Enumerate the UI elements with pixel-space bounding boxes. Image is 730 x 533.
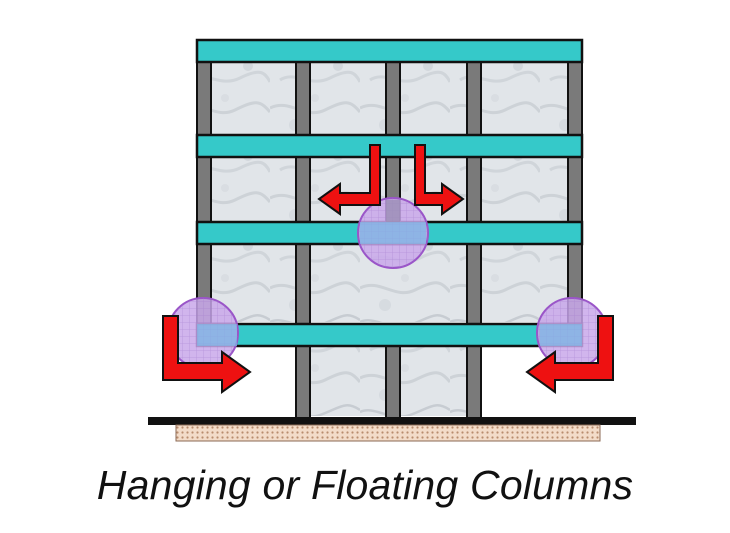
infill-panel xyxy=(211,62,296,134)
highlights xyxy=(167,197,608,369)
column-middle-lower xyxy=(385,344,401,419)
infill-panel xyxy=(481,157,568,221)
slab-level-1 xyxy=(195,133,584,159)
column-right-upper xyxy=(567,61,583,325)
infill-panel xyxy=(310,62,386,134)
force-arrows xyxy=(162,144,614,394)
ground-line xyxy=(148,417,636,425)
diagram-caption: Hanging or Floating Columns xyxy=(96,462,634,508)
arrow-right-bottom xyxy=(525,315,614,394)
column-left-upper xyxy=(196,61,212,325)
infill-panel xyxy=(400,62,467,134)
infill-panel xyxy=(310,347,386,416)
infill-panel xyxy=(211,157,296,221)
slab-roof xyxy=(195,38,584,64)
arrow-center-left xyxy=(317,144,381,216)
infill-panel xyxy=(481,62,568,134)
infill-panels xyxy=(211,62,568,416)
slab-level-3 xyxy=(195,322,584,348)
arrow-left-bottom xyxy=(162,315,252,394)
arrow-center-right xyxy=(414,144,465,216)
infill-panel xyxy=(400,347,467,416)
foundation-strip xyxy=(175,424,601,442)
